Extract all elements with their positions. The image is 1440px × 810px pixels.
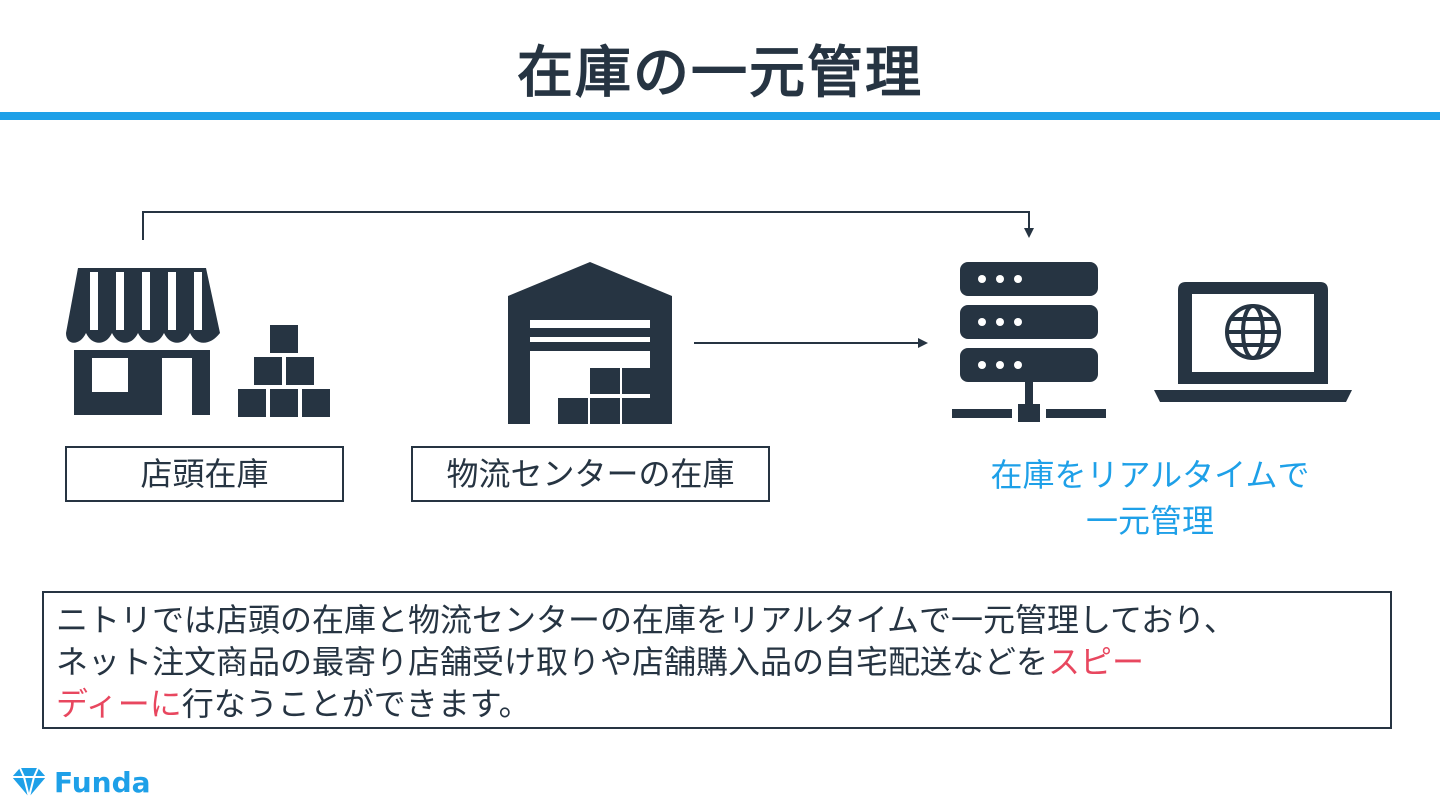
description-box: ニトリでは店頭の在庫と物流センターの在庫をリアルタイムで一元管理しており、 ネッ… bbox=[42, 591, 1392, 729]
page-title: 在庫の一元管理 bbox=[517, 41, 923, 106]
server-icon bbox=[952, 262, 1106, 422]
description-line3-text: 行なうことができます。 bbox=[181, 685, 531, 723]
store-icon bbox=[66, 268, 220, 415]
logo-text: Funda bbox=[54, 765, 151, 799]
funda-logo: Funda bbox=[10, 760, 151, 804]
realtime-management-label: 在庫をリアルタイムで 一元管理 bbox=[940, 452, 1360, 544]
description-line2-text: ネット注文商品の最寄り店舗受け取りや店舗購入品の自宅配送などを bbox=[56, 643, 1049, 681]
funda-logo-icon bbox=[12, 767, 46, 798]
description-line1: ニトリでは店頭の在庫と物流センターの在庫をリアルタイムで一元管理しており、 bbox=[56, 601, 1236, 639]
realtime-label-line2: 一元管理 bbox=[1085, 502, 1214, 540]
description-highlight-2: ディーに bbox=[56, 685, 182, 723]
warehouse-stock-label: 物流センターの在庫 bbox=[411, 446, 770, 502]
description-line2: ネット注文商品の最寄り店舗受け取りや店舗購入品の自宅配送などをスピー bbox=[56, 641, 1378, 683]
title-underline bbox=[0, 112, 1440, 120]
description-highlight-1: スピー bbox=[1048, 643, 1145, 681]
globe-icon bbox=[1225, 304, 1281, 360]
store-to-system-connector bbox=[142, 211, 1034, 240]
store-stock-label: 店頭在庫 bbox=[65, 446, 344, 502]
realtime-label-line1: 在庫をリアルタイムで bbox=[990, 456, 1310, 494]
laptop-icon bbox=[1154, 282, 1352, 402]
warehouse-icon bbox=[508, 262, 672, 424]
description-line3: ディーに行なうことができます。 bbox=[56, 683, 1378, 725]
boxes-icon bbox=[238, 325, 330, 417]
